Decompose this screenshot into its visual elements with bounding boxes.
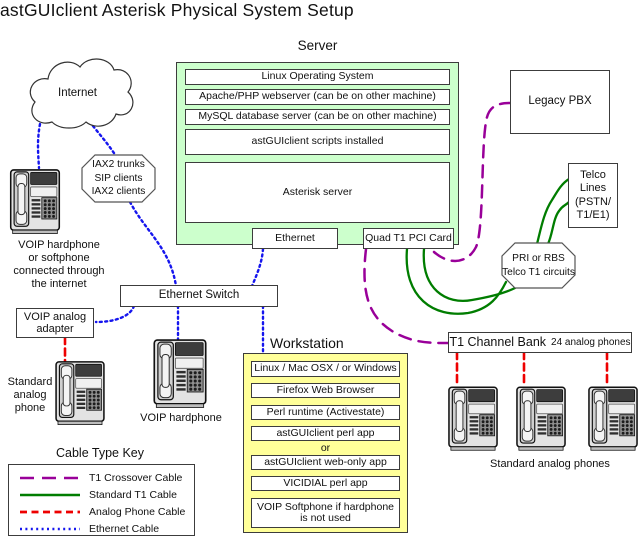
legacy-pbx-box: Legacy PBX xyxy=(510,70,610,134)
ethernet-cable-internet-to-iax2 xyxy=(91,124,118,158)
internet-cloud xyxy=(29,58,134,129)
ws-item-vicidial: VICIDIAL perl app xyxy=(251,476,400,491)
t1-cable-card-to-pri-inner xyxy=(422,247,517,303)
crossover-cable-card-to-pbx xyxy=(432,101,512,263)
voip-analog-adapter-box: VOIP analog adapter xyxy=(16,308,94,338)
workstation-box: Linux / Mac OSX / or Windows Firefox Web… xyxy=(243,353,408,533)
crossover-cable-card-to-bank xyxy=(363,247,450,345)
ethernet-cable-switch-to-adapter xyxy=(94,304,136,324)
t1-channel-bank-title: T1 Channel Bank xyxy=(449,334,547,349)
legend-label-crossover: T1 Crossover Cable xyxy=(89,471,183,484)
ws-item-perl: Perl runtime (Activestate) xyxy=(251,405,400,420)
ws-item-firefox: Firefox Web Browser xyxy=(251,383,400,398)
workstation-section-label: Workstation xyxy=(270,335,344,351)
t1-cable-pri-to-telco-upper xyxy=(535,177,571,246)
legend-label-analog: Analog Phone Cable xyxy=(89,505,186,518)
analog-phone-3-icon xyxy=(588,385,638,453)
pri-octagon-label: PRI or RBS Telco T1 circuits xyxy=(502,253,575,278)
ws-item-perlapp: astGUIclient perl app xyxy=(251,426,400,441)
ethernet-switch-box: Ethernet Switch xyxy=(120,285,278,307)
ethernet-line-sample xyxy=(20,527,80,530)
voip-hardphone-icon xyxy=(153,338,207,410)
ethernet-cable-internet-to-voip-phone xyxy=(36,122,42,170)
legend-label-ethernet: Ethernet Cable xyxy=(89,522,160,535)
legend-row-ethernet: Ethernet Cable xyxy=(19,521,194,536)
standard-analog-phone-label: Standard analog phone xyxy=(7,376,53,414)
t1-line-sample xyxy=(20,493,80,496)
iax2-octagon xyxy=(81,154,156,203)
quad-t1-card-box: Quad T1 PCI Card xyxy=(363,228,454,249)
telco-lines-box: Telco Lines (PSTN/ T1/E1) xyxy=(568,163,618,228)
server-item-astgui: astGUIclient scripts installed xyxy=(185,129,450,155)
server-item-mysql: MySQL database server (can be on other m… xyxy=(185,109,450,125)
legend-box: T1 Crossover Cable Standard T1 Cable Ana… xyxy=(8,464,195,536)
legend-row-crossover: T1 Crossover Cable xyxy=(19,470,194,485)
ws-item-softphone: VOIP Softphone if hardphone is not used xyxy=(251,498,400,528)
server-item-apache: Apache/PHP webserver (can be on other ma… xyxy=(185,89,450,105)
server-box: Linux Operating System Apache/PHP webser… xyxy=(176,62,459,245)
legend-title: Cable Type Key xyxy=(55,446,145,460)
server-item-asterisk: Asterisk server xyxy=(185,162,450,223)
legend-row-t1: Standard T1 Cable xyxy=(19,487,194,502)
legend-row-analog: Analog Phone Cable xyxy=(19,504,194,519)
ws-or-label: or xyxy=(320,442,331,454)
internet-voip-phone-icon xyxy=(8,168,62,236)
t1-channel-bank-box: T1 Channel Bank 24 analog phones xyxy=(448,332,632,353)
page-title: astGUIclient Asterisk Physical System Se… xyxy=(0,0,354,20)
iax2-octagon-label: IAX2 trunks SIP clients IAX2 clients xyxy=(91,159,146,197)
server-item-os: Linux Operating System xyxy=(185,69,450,85)
crossover-line-sample xyxy=(20,476,80,479)
ws-item-webapp: astGUIclient web-only app xyxy=(251,455,400,470)
ws-item-os: Linux / Mac OSX / or Windows xyxy=(251,361,400,377)
pri-octagon xyxy=(501,242,576,289)
internet-voip-phone-label: VOIP hardphone or softphone connected th… xyxy=(13,239,105,290)
analog-phone-2-icon xyxy=(516,385,566,453)
standard-analog-phone-icon xyxy=(55,360,105,427)
t1-cable-pri-to-telco-lower xyxy=(546,200,571,246)
ethernet-port-box: Ethernet xyxy=(252,228,338,249)
voip-hardphone-label: VOIP hardphone xyxy=(140,412,222,424)
analog-line-sample xyxy=(20,510,80,513)
ethernet-cable-iax2-to-switch xyxy=(128,200,178,288)
t1-channel-bank-note: 24 analog phones xyxy=(551,336,631,348)
internet-cloud-label: Internet xyxy=(58,87,97,99)
ethernet-cable-server-to-switch xyxy=(250,247,265,288)
t1-cable-card-to-pri-outer xyxy=(405,247,508,315)
analog-phones-label: Standard analog phones xyxy=(490,458,610,470)
legend-label-t1: Standard T1 Cable xyxy=(89,488,177,501)
analog-phone-1-icon xyxy=(448,385,498,453)
server-section-label: Server xyxy=(297,38,338,53)
